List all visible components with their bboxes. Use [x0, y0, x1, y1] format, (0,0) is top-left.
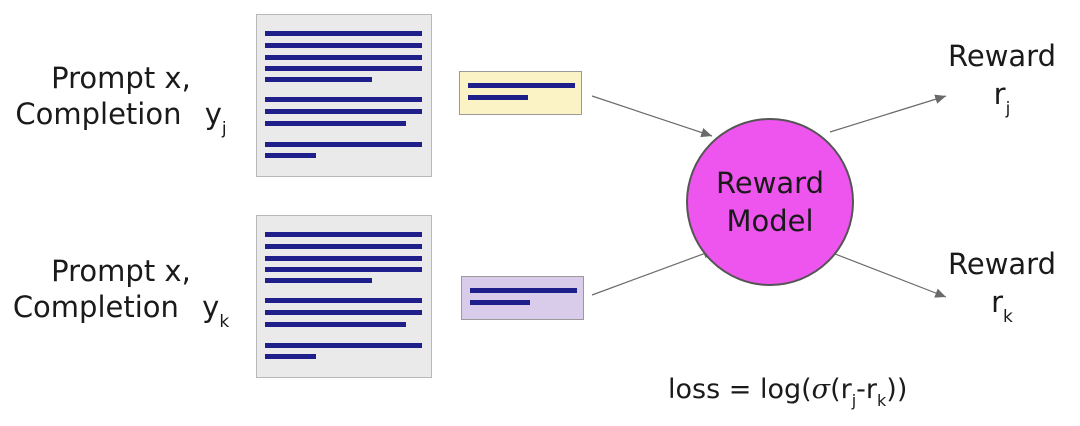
text-line: [468, 83, 575, 88]
bottom-completion-label: Completion yk: [12, 290, 230, 332]
bottom-completion-snippet: [461, 276, 584, 320]
text-line: [265, 66, 422, 71]
reward-model-node: Reward Model: [686, 118, 854, 286]
text-line: [265, 343, 422, 348]
reward-j-output: Reward rj: [940, 38, 1064, 119]
bottom-input-label: Prompt x, Completion yk: [10, 253, 232, 332]
reward-j-title: Reward: [948, 39, 1056, 73]
top-y-symbol: y: [204, 97, 222, 131]
text-line: [468, 95, 528, 100]
arrow-model-to-reward-k: [829, 251, 947, 298]
reward-j-symbol: rj: [993, 77, 1011, 119]
arrow-bottom-snippet-to-model: [591, 249, 715, 296]
loss-formula: loss = log(σ(rj-rk)): [668, 374, 908, 410]
text-line: [265, 354, 316, 359]
text-line: [265, 310, 422, 315]
top-completion-snippet: [459, 71, 582, 115]
text-line: [265, 267, 422, 272]
text-line: [470, 288, 577, 293]
sigma-symbol: σ: [811, 374, 831, 405]
reward-k-title: Reward: [948, 247, 1056, 281]
top-input-label: Prompt x, Completion yj: [10, 60, 232, 139]
text-line: [265, 153, 316, 158]
bottom-prompt-label: Prompt x,: [51, 254, 191, 288]
text-line: [265, 322, 406, 327]
text-line: [265, 31, 422, 36]
arrow-model-to-reward-j: [829, 94, 947, 133]
text-line: [265, 43, 422, 48]
text-line: [265, 278, 372, 283]
top-document-icon: [256, 14, 432, 177]
bottom-y-subscript: k: [219, 312, 230, 332]
text-line: [470, 300, 530, 305]
reward-j-subscript: j: [1005, 99, 1011, 119]
text-line: [265, 232, 422, 237]
text-line: [265, 77, 372, 82]
bottom-document-icon: [256, 215, 432, 378]
text-line: [265, 142, 422, 147]
text-line: [265, 256, 422, 261]
text-line: [265, 55, 422, 60]
reward-k-symbol: rk: [991, 285, 1013, 327]
top-prompt-label: Prompt x,: [51, 61, 191, 95]
reward-k-output: Reward rk: [940, 246, 1064, 327]
text-line: [265, 244, 422, 249]
arrow-top-snippet-to-model: [591, 95, 713, 138]
reward-k-subscript: k: [1003, 307, 1013, 327]
reward-model-label-line2: Model: [726, 204, 814, 238]
text-line: [265, 97, 422, 102]
text-line: [265, 121, 406, 126]
text-line: [265, 298, 422, 303]
reward-model-label-line1: Reward: [716, 166, 824, 200]
bottom-y-symbol: y: [202, 290, 220, 324]
top-completion-label: Completion yj: [15, 97, 227, 139]
text-line: [265, 109, 422, 114]
top-y-subscript: j: [221, 119, 227, 139]
